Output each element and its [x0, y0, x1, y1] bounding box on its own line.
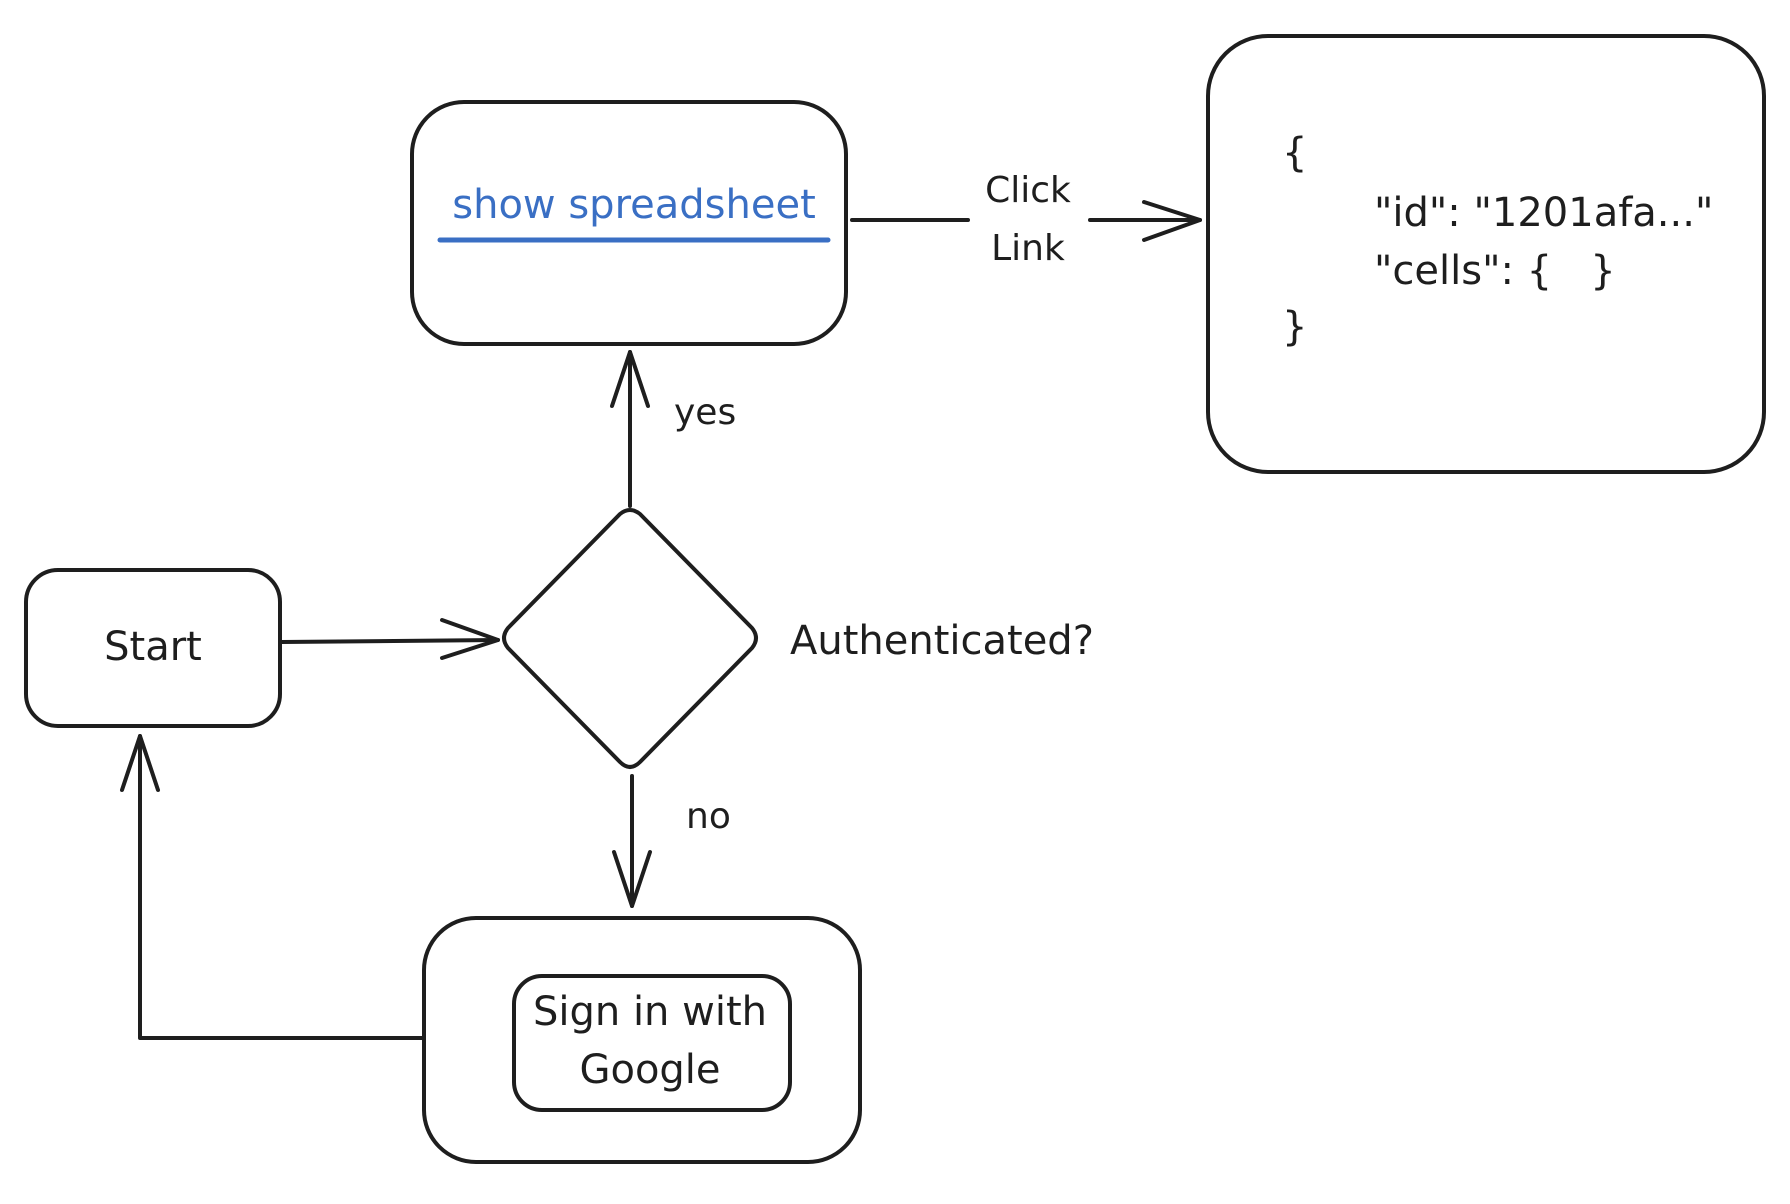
edge-no-label: no: [686, 796, 731, 837]
json-close-brace: }: [1282, 304, 1307, 350]
json-output-node: { "id": "1201afa..." "cells": { } }: [1206, 34, 1766, 474]
edge-click-link: [850, 200, 1202, 242]
arrowhead-up-icon: [120, 734, 160, 792]
start-box: [24, 568, 282, 728]
decision-node[interactable]: [502, 508, 758, 769]
arrowhead-right-icon: [440, 618, 500, 660]
edge-click-label-line1: Click: [985, 170, 1071, 211]
signin-label-line2: Google: [579, 1047, 720, 1093]
show-spreadsheet-node[interactable]: show spreadsheet: [410, 100, 848, 346]
edge-signin-to-start: [120, 734, 426, 1040]
edge-start-line: [280, 638, 500, 644]
show-spreadsheet-link[interactable]: show spreadsheet: [452, 182, 816, 228]
json-open-brace: {: [1282, 130, 1307, 176]
sign-in-with-google-button[interactable]: Sign in with Google: [512, 974, 792, 1112]
arrowhead-right-icon: [1142, 200, 1202, 242]
edge-start-to-decision: [280, 618, 500, 660]
arrowhead-up-icon: [610, 350, 650, 408]
show-spreadsheet-box: [410, 100, 848, 346]
signin-outer-box: [422, 916, 862, 1164]
json-id-line: "id": "1201afa...": [1374, 190, 1713, 236]
arrowhead-down-icon: [612, 850, 652, 908]
start-node[interactable]: Start: [24, 568, 282, 728]
decision-label: Authenticated?: [790, 618, 1094, 664]
edge-click-label-line2: Link: [991, 228, 1065, 269]
signin-button-box: [512, 974, 792, 1112]
signin-label-line1: Sign in with: [533, 989, 767, 1035]
edge-yes-label: yes: [674, 392, 736, 433]
start-label: Start: [104, 624, 202, 670]
edge-decision-no: [612, 774, 652, 908]
signin-container-node: [422, 916, 862, 1164]
edge-decision-yes: [610, 350, 650, 508]
json-cells-line: "cells": { }: [1374, 248, 1616, 294]
edge-loop-line: [138, 734, 426, 1040]
decision-diamond: [502, 508, 758, 769]
json-box: [1206, 34, 1766, 474]
